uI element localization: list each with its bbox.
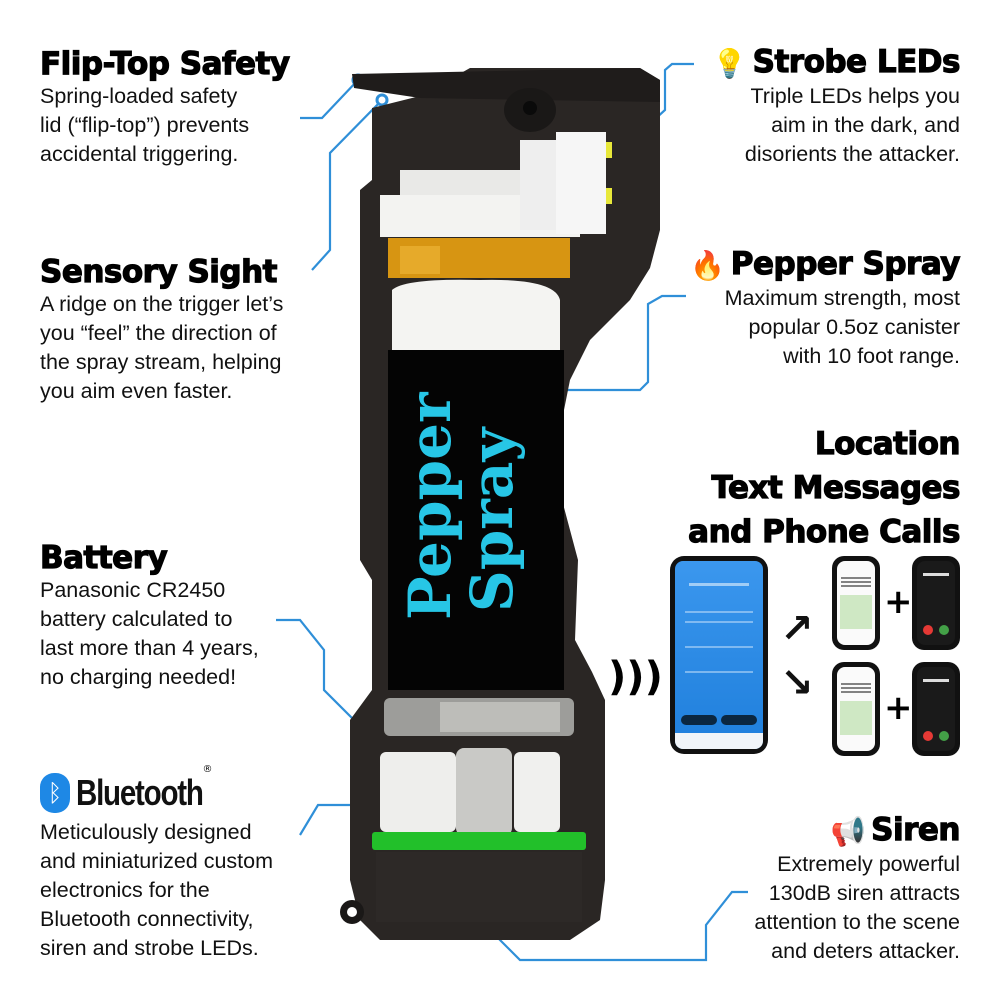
- feature-siren: 📢Siren Extremely powerful 130dB siren at…: [754, 811, 962, 966]
- canister-label-pepper: Pepper: [396, 392, 464, 620]
- megaphone-icon: 📢: [830, 814, 866, 848]
- feature-title: Pepper Spray: [730, 245, 961, 282]
- feature-desc: Triple LEDs helps you aim in the dark, a…: [744, 83, 960, 166]
- feature-desc: Maximum strength, most popular 0.5oz can…: [724, 285, 960, 368]
- sms-map-phone-top: [832, 556, 880, 650]
- feature-strobe-leds: 💡Strobe LEDs Triple LEDs helps you aim i…: [712, 43, 961, 169]
- sms-map-phone-bottom: [832, 662, 880, 756]
- feature-title-line: Text Messages: [711, 469, 961, 506]
- plus-icon: +: [884, 582, 913, 622]
- feature-pepper-spray: 🔥Pepper Spray Maximum strength, most pop…: [690, 245, 961, 371]
- feature-title: Sensory Sight: [39, 253, 278, 290]
- feature-title-line: Location: [814, 425, 961, 462]
- arrow-down-right-icon: ↘: [780, 660, 814, 706]
- bluetooth-icon: ᛒ: [40, 773, 70, 813]
- registered-mark: ®: [202, 764, 213, 775]
- feature-title: Flip-Top Safety: [39, 45, 290, 82]
- accept-call-icon: [939, 625, 949, 635]
- app-button-right: [721, 715, 757, 725]
- feature-flip-top: Flip-Top Safety Spring-loaded safety lid…: [39, 45, 290, 169]
- feature-title: Siren: [871, 811, 962, 848]
- map-thumbnail: [840, 701, 872, 735]
- feature-battery: Battery Panasonic CR2450 battery calcula…: [39, 539, 259, 692]
- feature-title-line: and Phone Calls: [688, 513, 962, 550]
- feature-title: Strobe LEDs: [752, 43, 961, 80]
- app-button-left: [681, 715, 717, 725]
- arrow-up-right-icon: ↗: [780, 606, 814, 652]
- app-screen: [675, 561, 763, 749]
- feature-desc: A ridge on the trigger let’s you “feel” …: [40, 292, 284, 403]
- feature-location-messages-calls: Location Text Messages and Phone Calls: [688, 422, 962, 554]
- map-thumbnail: [840, 595, 872, 629]
- bluetooth-logo-text: Bluetooth: [76, 772, 204, 813]
- lightbulb-icon: 💡: [712, 46, 748, 80]
- plus-icon: +: [884, 688, 913, 728]
- incoming-call-phone-top: [912, 556, 960, 650]
- feature-sensory-sight: Sensory Sight A ridge on the trigger let…: [39, 253, 284, 406]
- feature-desc: Extremely powerful 130dB siren attracts …: [754, 851, 960, 963]
- decline-call-icon: [923, 731, 933, 741]
- signal-waves-icon: ))): [608, 654, 663, 700]
- incoming-call-phone-bottom: [912, 662, 960, 756]
- feature-desc: Meticulously designed and miniaturized c…: [40, 820, 274, 960]
- decline-call-icon: [923, 625, 933, 635]
- fire-icon: 🔥: [690, 248, 726, 282]
- main-phone-app: [670, 556, 768, 754]
- canister-label-spray: Spray: [458, 427, 526, 613]
- feature-title: Battery: [39, 539, 168, 576]
- accept-call-icon: [939, 731, 949, 741]
- feature-desc: Panasonic CR2450 battery calculated to l…: [40, 578, 259, 689]
- feature-desc: Spring-loaded safety lid (“flip-top”) pr…: [40, 84, 250, 166]
